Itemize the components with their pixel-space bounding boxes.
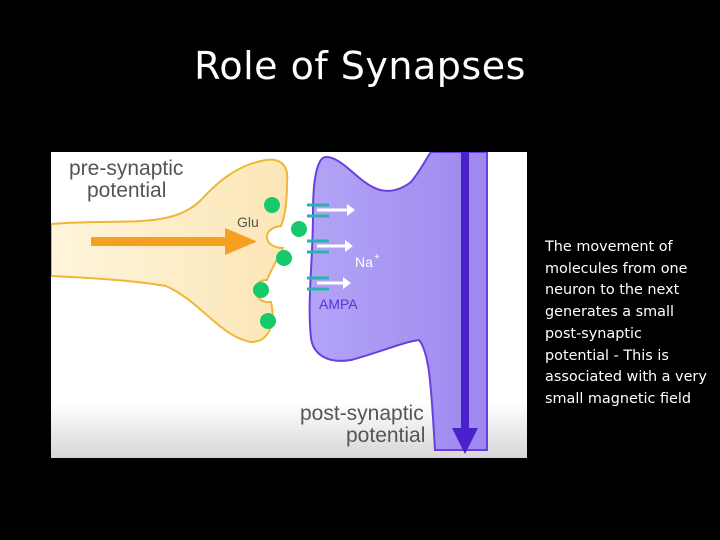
glutamate-molecule xyxy=(260,313,276,329)
slide-title: Role of Synapses xyxy=(194,44,526,88)
synapse-diagram: pre-synaptic potential Glu Na + AMPA pos… xyxy=(51,152,527,458)
caption-line: associated with a very xyxy=(545,369,707,386)
presynaptic-signal-arrow xyxy=(91,228,257,255)
caption-line: generates a small xyxy=(545,304,674,321)
presynaptic-terminal xyxy=(51,158,289,344)
presynaptic-label-line1: pre-synaptic xyxy=(69,157,183,180)
postsynaptic-label-line2: potential xyxy=(346,424,425,447)
caption-line: neuron to the next xyxy=(545,282,680,299)
postsynaptic-signal-arrow xyxy=(452,152,478,454)
postsynaptic-label-line1: post-synaptic xyxy=(300,402,424,425)
slide-caption: The movement of molecules from one neuro… xyxy=(545,237,717,411)
ampa-receptor xyxy=(307,203,355,218)
glutamate-molecule xyxy=(253,282,269,298)
postsynaptic-neuron xyxy=(308,152,488,451)
glu-label: Glu xyxy=(237,214,259,230)
caption-line: potential - This is xyxy=(545,347,669,364)
na-charge: + xyxy=(374,252,380,263)
ampa-receptor xyxy=(307,239,353,254)
glutamate-molecule xyxy=(276,250,292,266)
caption-line: molecules from one xyxy=(545,260,688,277)
caption-line: post-synaptic xyxy=(545,325,642,342)
caption-line: The movement of xyxy=(545,239,673,255)
presynaptic-label-line2: potential xyxy=(87,179,166,202)
caption-line: small magnetic field xyxy=(545,390,692,407)
ampa-receptor xyxy=(307,276,351,291)
glutamate-molecule xyxy=(291,221,307,237)
glutamate-molecule xyxy=(264,197,280,213)
ampa-label: AMPA xyxy=(319,296,358,312)
na-label: Na xyxy=(355,254,373,270)
